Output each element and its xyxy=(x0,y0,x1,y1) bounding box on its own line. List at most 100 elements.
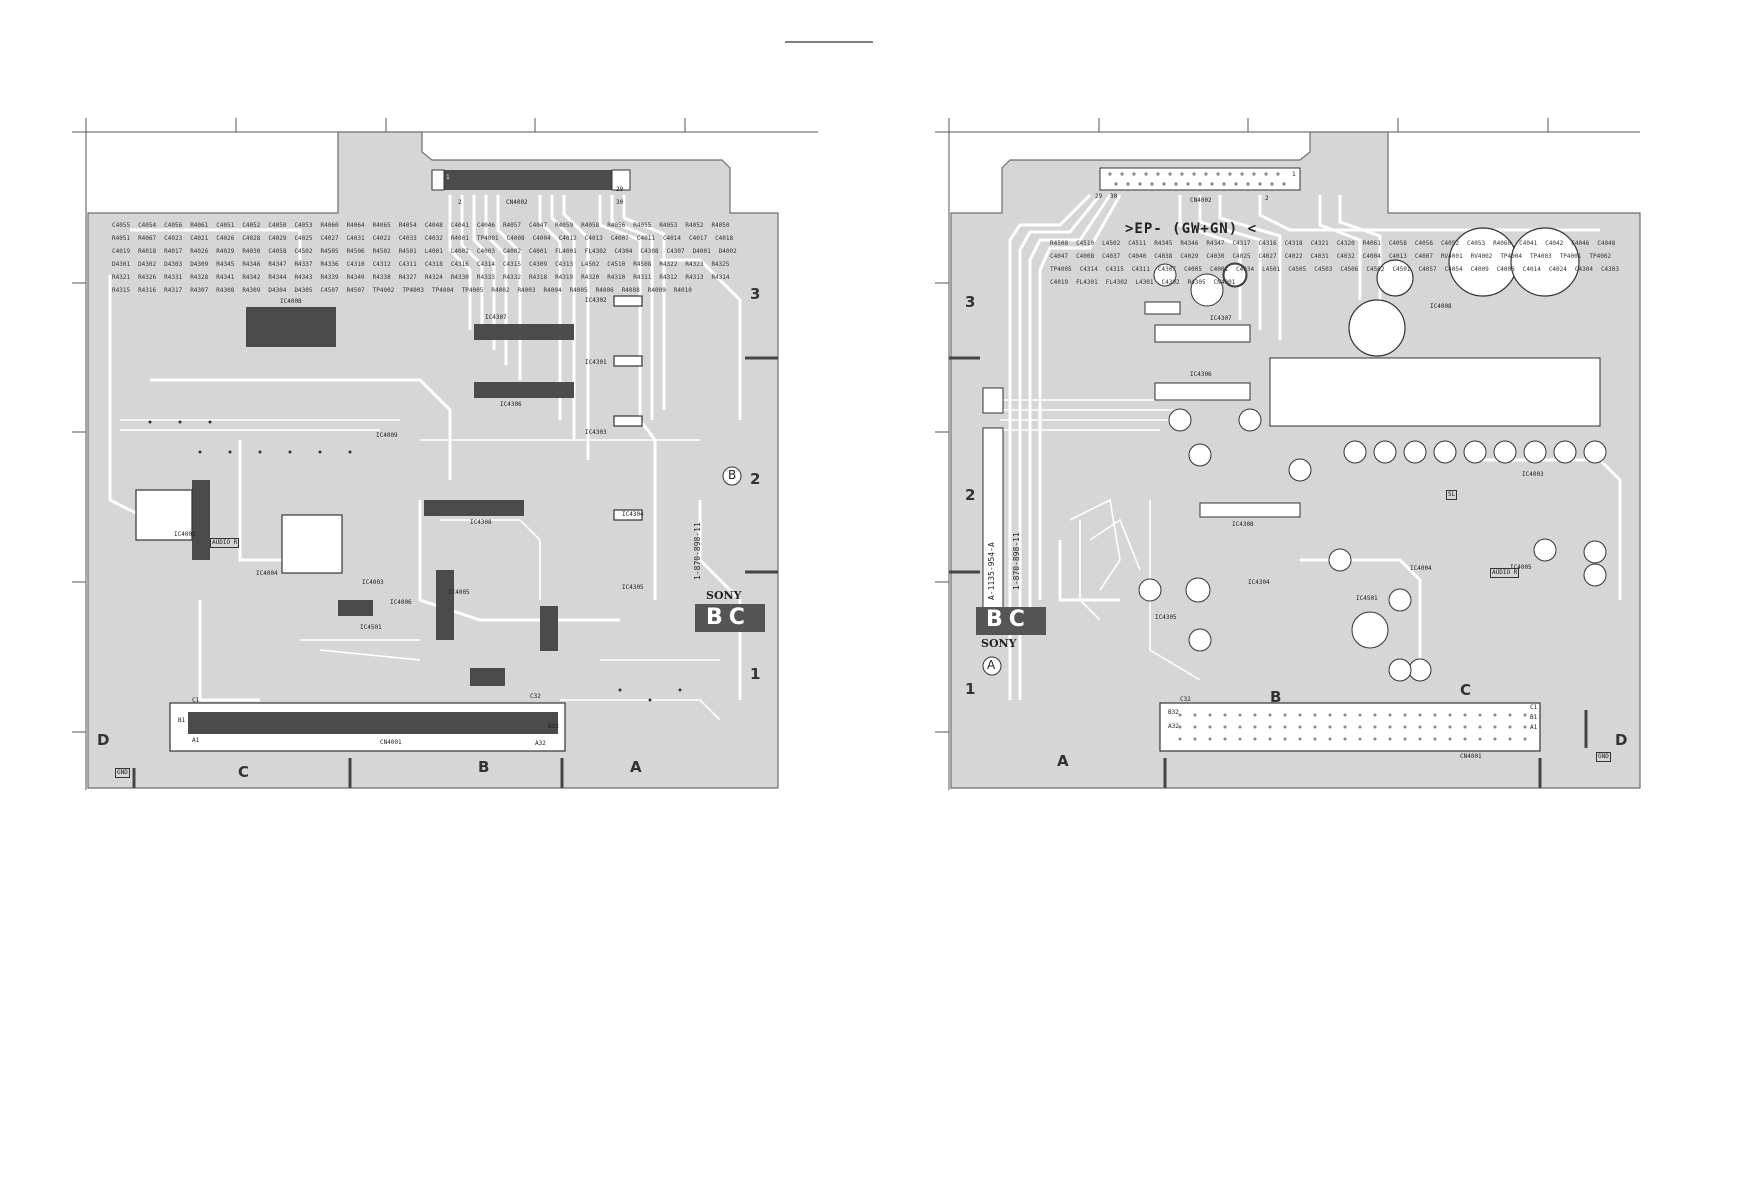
left-part-label: R4324 xyxy=(424,274,443,281)
left-part-label: TP4005 xyxy=(461,287,484,294)
right-part-label: C4031 xyxy=(1310,253,1329,260)
right-part-label: C4320 xyxy=(1336,240,1355,247)
right-board-heading: >EP- (GW+GN) < xyxy=(1125,221,1258,237)
left-part-label: C4309 xyxy=(529,261,548,268)
left-part-label: C4046 xyxy=(476,222,495,229)
left-part-label: R4006 xyxy=(595,287,614,294)
left-part-label: R4067 xyxy=(138,235,157,242)
left-board xyxy=(72,118,818,790)
left-part-label: C4047 xyxy=(529,222,548,229)
right-part-label: C4304 xyxy=(1574,266,1593,273)
grid-row-3-left: 3 xyxy=(750,285,761,303)
left-part-label: TP4003 xyxy=(402,287,424,294)
left-cn4002-pin29: 29 xyxy=(616,186,624,193)
left-part-label: R4054 xyxy=(398,222,417,229)
grid-row-d-right: D xyxy=(1615,731,1628,749)
left-part-label: R4328 xyxy=(190,274,209,281)
left-part-label: R4313 xyxy=(685,274,704,281)
left-part-label: D4303 xyxy=(164,261,183,268)
left-part-label: R4309 xyxy=(242,287,261,294)
left-part-label: D4302 xyxy=(138,261,157,268)
right-part-label: C4040 xyxy=(1128,253,1147,260)
left-part-label: C4018 xyxy=(715,235,734,242)
left-part-label: R4029 xyxy=(216,248,235,255)
right-part-label: TP4005 xyxy=(1050,266,1072,273)
left-part-label: C4022 xyxy=(372,235,391,242)
left-part-label: R4315 xyxy=(112,287,131,294)
right-part-label: C4047 xyxy=(1050,253,1069,260)
left-part-label: R4018 xyxy=(138,248,157,255)
left-part-label: C4025 xyxy=(294,235,313,242)
left-part-label: R4346 xyxy=(242,261,261,268)
left-part-label: C4307 xyxy=(666,248,685,255)
left-part-label: R4336 xyxy=(320,261,339,268)
right-part-label: C4005 xyxy=(1183,266,1202,273)
left-part-label: R4333 xyxy=(476,274,495,281)
left-part-label: C4058 xyxy=(268,248,287,255)
left-part-label: C4507 xyxy=(320,287,339,294)
left-part-label: C4052 xyxy=(242,222,261,229)
left-part-label: R4345 xyxy=(216,261,235,268)
right-part-label: R4347 xyxy=(1206,240,1225,247)
right-board-name: BC xyxy=(986,607,1031,632)
left-ic4005: IC4005 xyxy=(448,589,470,596)
right-part-label: C4057 xyxy=(1418,266,1437,273)
grid-col-a-left: A xyxy=(630,758,642,776)
left-part-label: R4506 xyxy=(346,248,365,255)
left-ic4004: IC4004 xyxy=(256,570,278,577)
left-part-label: C4017 xyxy=(689,235,708,242)
right-board xyxy=(935,118,1641,790)
left-ic4008: IC4008 xyxy=(280,298,302,305)
left-part-label: R4344 xyxy=(268,274,287,281)
left-ic4501: IC4501 xyxy=(360,624,382,631)
left-part-label: R4052 xyxy=(685,222,704,229)
left-part-label: R4320 xyxy=(581,274,600,281)
left-part-label: C4041 xyxy=(450,222,469,229)
left-part-label: C4056 xyxy=(164,222,183,229)
left-part-label: C4028 xyxy=(242,235,261,242)
left-part-label: D4002 xyxy=(718,248,737,255)
left-part-label: C4011 xyxy=(636,235,655,242)
left-part-label: R4051 xyxy=(112,235,131,242)
right-ic4306: IC4306 xyxy=(1190,371,1212,378)
right-part-label: C4042 xyxy=(1545,240,1564,247)
right-part-label: C4321 xyxy=(1310,240,1329,247)
left-part-label: R4332 xyxy=(502,274,521,281)
grid-col-b-right: B xyxy=(1270,688,1282,706)
left-part-label: R4055 xyxy=(633,222,652,229)
right-part-label: R4061 xyxy=(1362,240,1381,247)
right-ic4003: IC4003 xyxy=(1522,471,1544,478)
left-part-label: C4029 xyxy=(268,235,287,242)
right-part-label: C4034 xyxy=(1236,266,1255,273)
grid-row-3-right: 3 xyxy=(965,293,976,311)
right-part-label: L4501 xyxy=(1262,266,1281,273)
left-part-label: C4312 xyxy=(372,261,391,268)
right-part-label: C4318 xyxy=(1284,240,1303,247)
left-part-label: C4051 xyxy=(216,222,235,229)
right-part-label: C4054 xyxy=(1444,266,1463,273)
right-ic4307: IC4307 xyxy=(1210,315,1232,322)
right-part-label: C4511 xyxy=(1128,240,1147,247)
right-part-label: L4502 xyxy=(1102,240,1121,247)
left-ic4303: IC4303 xyxy=(585,429,607,436)
right-part-label: TP4001 xyxy=(1559,253,1582,260)
left-part-label: C4023 xyxy=(164,235,183,242)
right-ic4008: IC4008 xyxy=(1430,303,1452,310)
left-part-label: C4311 xyxy=(398,261,417,268)
left-ic4302: IC4302 xyxy=(585,297,607,304)
right-audio-label: AUDIO R xyxy=(1490,568,1520,578)
left-part-label: R4501 xyxy=(398,248,417,255)
right-cn4002-pin2: 2 xyxy=(1265,195,1269,202)
left-part-label: R4343 xyxy=(294,274,313,281)
grid-row-2-left: 2 xyxy=(750,470,761,488)
left-part-label: R4004 xyxy=(543,287,562,294)
left-part-label: R4330 xyxy=(450,274,469,281)
left-part-label: D4001 xyxy=(692,248,711,255)
grid-row-2-right: 2 xyxy=(965,486,976,504)
right-part-label: RV4002 xyxy=(1470,253,1493,260)
right-part-label: L4301 xyxy=(1135,279,1154,286)
left-ic4003: IC4003 xyxy=(362,579,384,586)
right-part-label: C4004 xyxy=(1362,253,1381,260)
left-part-label: D4301 xyxy=(112,261,131,268)
